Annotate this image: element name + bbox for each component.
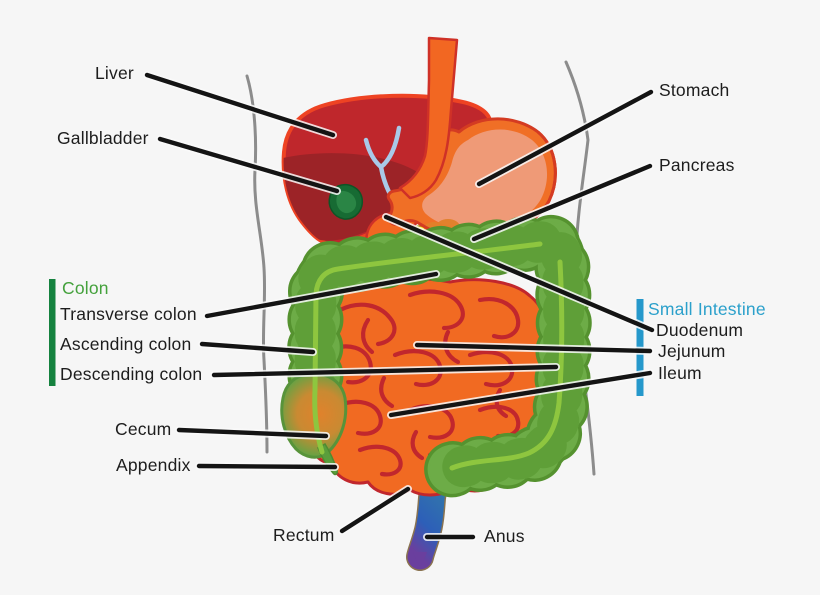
- label-ileum: Ileum: [658, 363, 702, 383]
- label-cecum: Cecum: [115, 419, 172, 439]
- leader-line-rectum: [339, 486, 411, 534]
- label-anus: Anus: [484, 526, 525, 546]
- leader-line-appendix: [196, 463, 338, 470]
- leader-line-gallbladder: [157, 136, 340, 194]
- leader-line-cecum: [176, 427, 329, 439]
- leader-lines: [144, 72, 655, 540]
- body-outline-left: [245, 74, 269, 454]
- label-jejunum: Jejunum: [658, 341, 726, 361]
- label-ascending-colon: Ascending colon: [60, 334, 192, 354]
- anus-tip: [413, 552, 427, 566]
- leader-line-duodenum: [383, 214, 655, 333]
- esophagus-shape: [398, 36, 459, 200]
- leader-line-ascending-colon: [199, 341, 316, 355]
- label-rectum: Rectum: [273, 525, 335, 545]
- label-duodenum: Duodenum: [656, 320, 744, 340]
- leader-line-ileum: [388, 370, 653, 418]
- label-stomach: Stomach: [659, 80, 730, 100]
- leader-line-pancreas: [471, 163, 653, 242]
- label-transverse-colon: Transverse colon: [60, 304, 197, 324]
- leader-line-jejunum: [414, 342, 653, 354]
- leader-line-stomach: [476, 89, 654, 187]
- leader-line-transverse-colon: [204, 271, 439, 319]
- label-small-intestine-heading: Small Intestine: [648, 299, 766, 319]
- colon-group-bar: [49, 279, 56, 386]
- label-liver: Liver: [95, 63, 134, 83]
- leader-line-descending-colon: [211, 364, 559, 378]
- label-pancreas: Pancreas: [659, 155, 735, 175]
- leader-line-liver: [144, 72, 336, 138]
- label-gallbladder: Gallbladder: [57, 128, 149, 148]
- label-colon-heading: Colon: [62, 278, 109, 298]
- label-appendix: Appendix: [116, 455, 191, 475]
- label-descending-colon: Descending colon: [60, 364, 203, 384]
